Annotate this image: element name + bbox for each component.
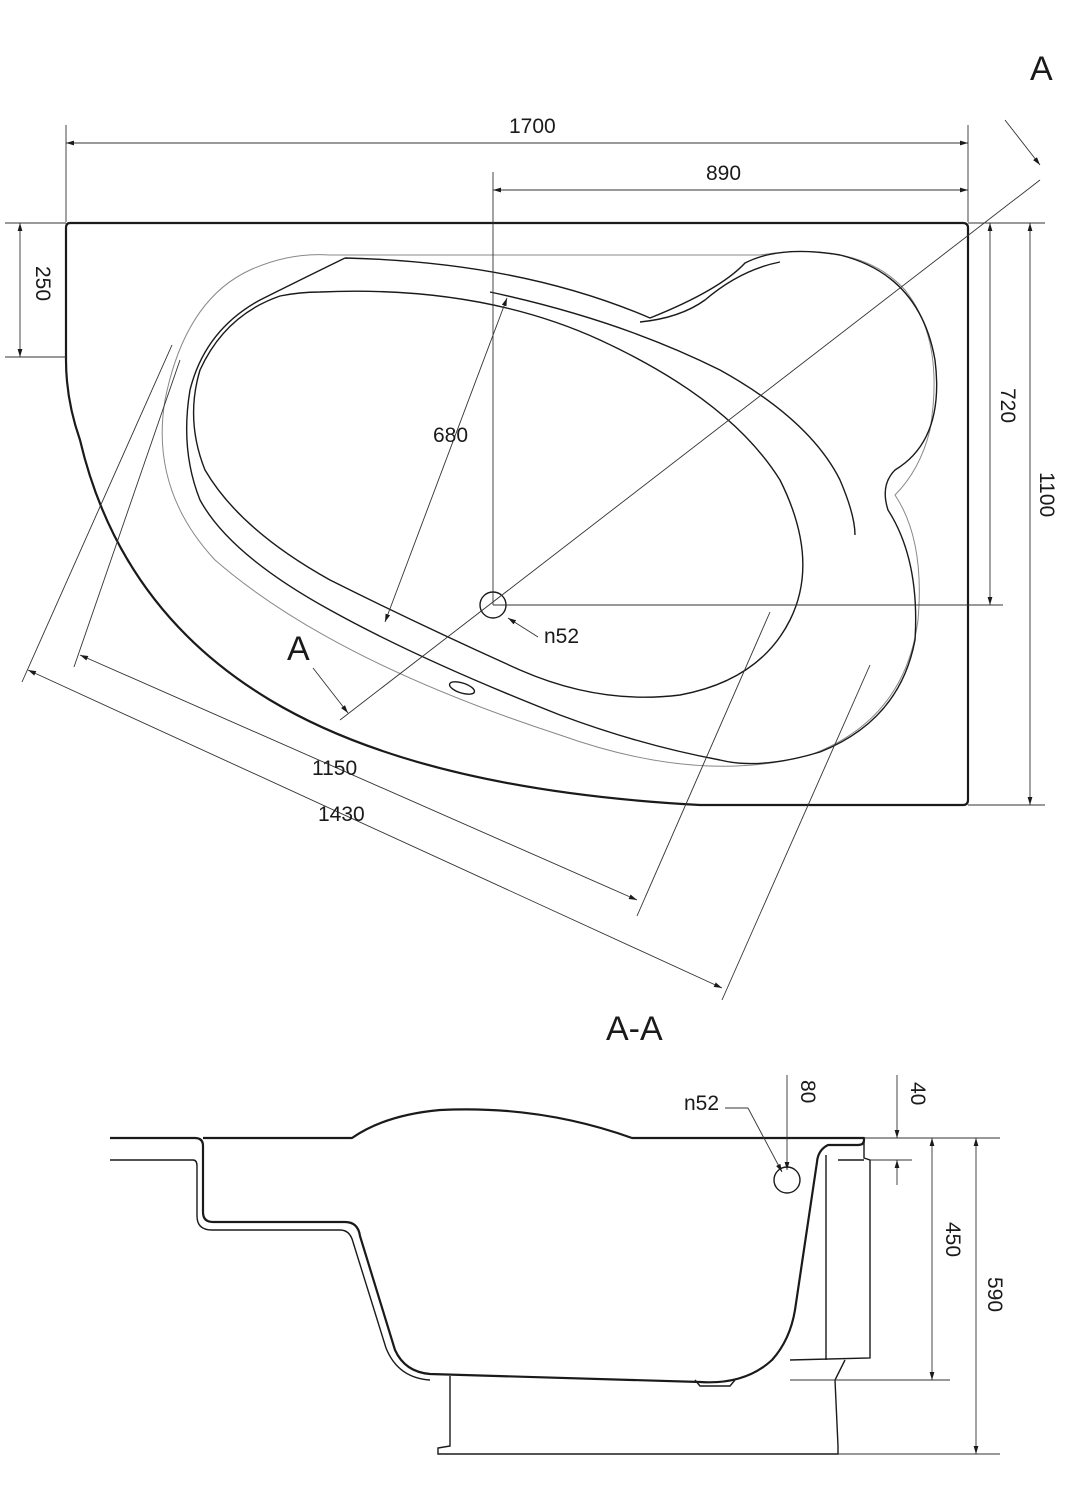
plan-view [5,119,1045,1001]
basin-outer-edge [185,250,938,765]
overflow-slot [448,681,476,695]
section-overflow-circle [773,1166,801,1194]
overflow-label: n52 [684,1092,719,1115]
section-arrow-top [1004,119,1041,166]
headrest-curve [489,291,856,536]
section-view [110,1075,1000,1455]
dim-720-label: 720 [996,388,1019,423]
dim-1150-line [79,654,638,901]
dim-590-label: 590 [983,1277,1006,1312]
dim-1430-label: 1430 [318,803,365,826]
dim-1430-line [27,669,723,989]
dim-450-label: 450 [941,1222,964,1257]
dim-80-label: 80 [796,1080,819,1103]
rim-inner-outline [161,251,935,767]
section-outer-outline [110,1108,866,1384]
section-arrow-bottom [312,667,349,714]
basin-inner [192,290,804,698]
section-mark-plan: A [287,630,310,668]
section-title: A-A [606,1010,663,1048]
section-drain-bump [694,1379,736,1387]
drain-leader [507,617,539,638]
dim-40-label: 40 [906,1082,929,1105]
drain-label: n52 [544,625,579,648]
section-mark-top-right: A [1030,50,1053,88]
dim-890-label: 890 [706,162,741,185]
dim-250-label: 250 [31,266,54,301]
section-inner-line [110,1159,431,1381]
dim-1100-label: 1100 [1035,472,1058,517]
section-frame [437,1359,846,1455]
section-line [339,179,1041,721]
dim-680-line [384,297,508,623]
section-skirt [789,1140,871,1361]
seat-line [639,261,781,323]
dim-1700-label: 1700 [509,115,556,138]
dim-680-label: 680 [433,424,468,447]
dim-1150-label: 1150 [312,757,357,780]
